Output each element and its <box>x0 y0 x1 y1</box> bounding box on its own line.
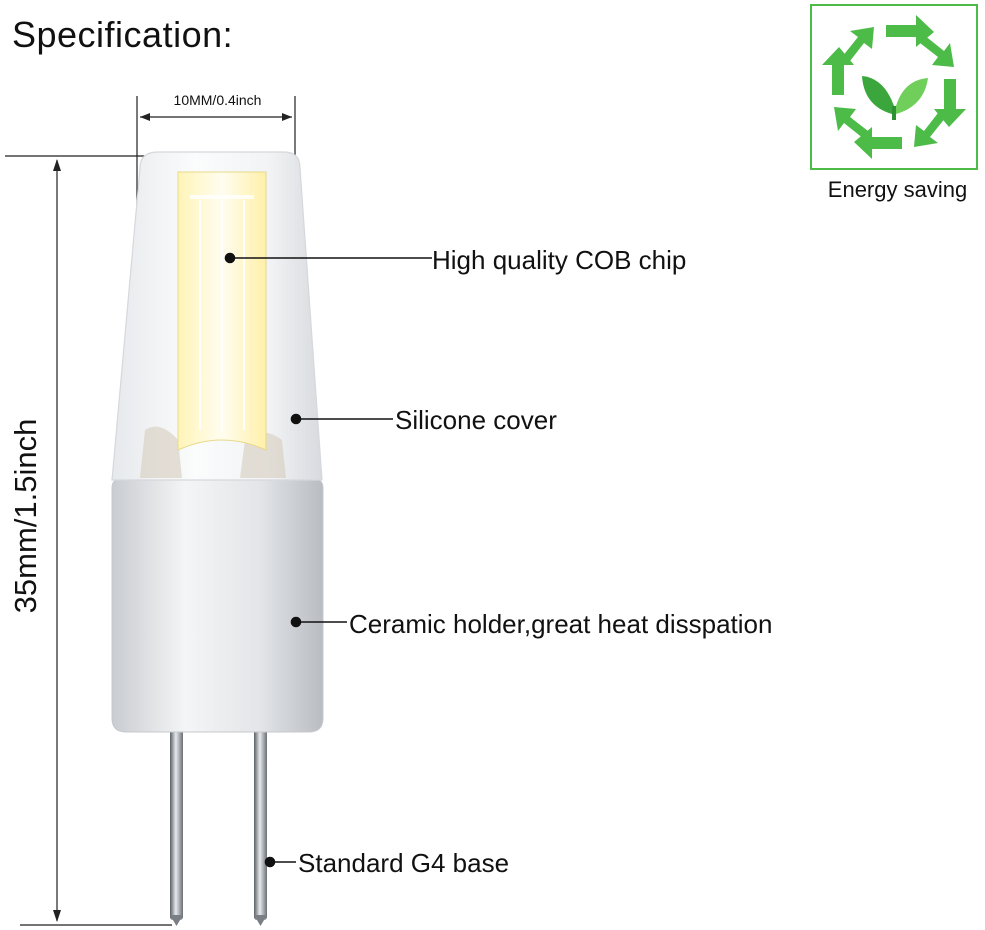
energy-saving-badge <box>810 4 978 170</box>
g4-pins <box>170 720 267 926</box>
width-dimension-label: 10MM/0.4inch <box>173 92 262 108</box>
height-dimension-label: 35mm/1.5inch <box>8 418 43 614</box>
callout-leaders <box>224 252 432 868</box>
callout-cob-chip: High quality COB chip <box>432 245 687 275</box>
callout-ceramic-holder: Ceramic holder,great heat disspation <box>349 609 773 639</box>
ceramic-holder <box>111 477 324 733</box>
spec-title: Specification: <box>12 14 234 55</box>
cob-chip <box>177 171 267 451</box>
callout-silicone-cover: Silicone cover <box>395 405 557 435</box>
energy-saving-caption: Energy saving <box>827 177 968 202</box>
callout-g4-base: Standard G4 base <box>298 848 510 878</box>
recycle-leaf-icon <box>822 15 966 159</box>
